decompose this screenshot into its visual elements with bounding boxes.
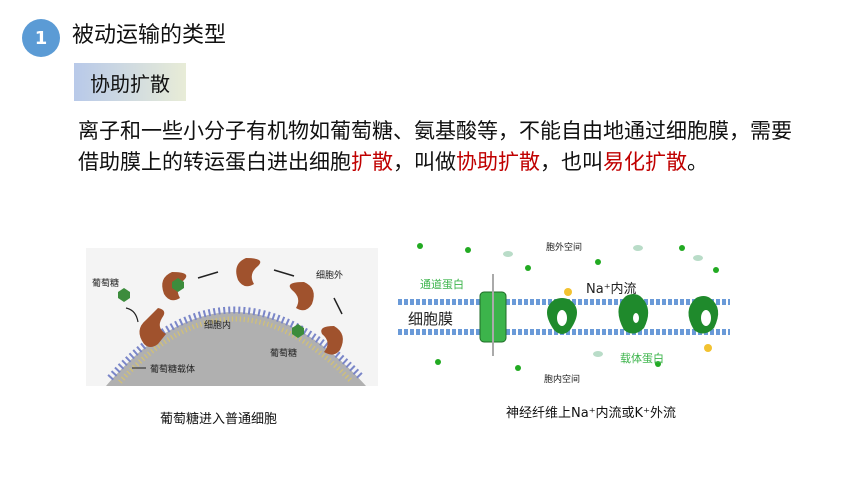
label-glucose-inside: 葡萄糖: [270, 349, 298, 359]
sodium-ion: [564, 288, 572, 296]
ion-dot: [417, 243, 423, 249]
cell-interior-shape: [106, 312, 366, 386]
ion-dot: [465, 247, 471, 253]
carrier-protein-b: [618, 294, 649, 334]
label-cell-membrane: 细胞膜: [408, 308, 454, 329]
paragraph-text-3: ，也叫: [540, 150, 603, 174]
molecule-oval: [633, 245, 643, 251]
label-glucose-carrier: 葡萄糖载体: [150, 365, 196, 375]
carrier-pore-a: [557, 310, 567, 326]
membrane-outer-layer: [107, 306, 365, 381]
body-paragraph: 离子和一些小分子有机物如葡萄糖、氨基酸等，不能自由地通过细胞膜，需要借助膜上的转…: [78, 116, 798, 178]
carrier-protein-4: [289, 282, 314, 311]
section-number-badge: 1: [22, 19, 60, 57]
ion-dot: [515, 365, 521, 371]
glucose-transport-figure: 葡萄糖 细胞外 细胞内 葡萄糖 葡萄糖载体: [86, 248, 378, 386]
molecule-oval: [593, 351, 603, 357]
transport-arrow-1: [197, 271, 219, 279]
paragraph-text-2: ，叫做: [393, 150, 456, 174]
paragraph-text-4: 。: [687, 150, 708, 174]
ion-dot: [435, 359, 441, 365]
transport-arrow-3: [333, 297, 343, 315]
carrier-protein-1: [139, 308, 166, 347]
glucose-transport-illustration: [106, 258, 366, 386]
molecule-oval: [693, 255, 703, 261]
label-sodium-influx: Na⁺内流: [586, 282, 637, 297]
highlight-facilitated-diffusion: 协助扩散: [456, 150, 540, 174]
ion-dot: [525, 265, 531, 271]
ion-channel-illustration: [398, 243, 730, 371]
paragraph-text-1: 离子和一些小分子有机物如葡萄糖、氨基酸等，不能自由地通过细胞膜，需要借助膜上的转…: [78, 119, 792, 174]
page-title: 被动运输的类型: [72, 23, 227, 48]
label-carrier-protein: 载体蛋白: [620, 352, 664, 365]
highlight-diffusion: 扩散: [351, 150, 393, 174]
figure2-caption: 神经纤维上Na⁺内流或K⁺外流: [506, 406, 676, 421]
molecule-oval: [503, 251, 513, 257]
label-inside-cell: 细胞内: [204, 321, 232, 331]
carrier-protein-5: [321, 326, 343, 355]
glucose-molecule-2: [172, 278, 184, 292]
label-extracellular-space: 胞外空间: [546, 243, 583, 253]
carrier-protein-3: [236, 258, 261, 287]
carrier-pore-c: [701, 310, 711, 326]
label-intracellular-space: 胞内空间: [544, 375, 581, 385]
glucose-molecule-3: [292, 324, 304, 338]
glucose-molecule-1: [118, 288, 130, 302]
transport-arrow-2: [273, 269, 295, 277]
ion-dot: [655, 361, 661, 367]
glucose-pointer: [125, 307, 139, 323]
subtitle-banner: 协助扩散: [74, 63, 186, 101]
label-glucose: 葡萄糖: [92, 279, 120, 289]
ion-channel-figure: 胞外空间 通道蛋白 Na⁺内流 细胞膜 载体蛋白 胞内空间: [398, 234, 730, 386]
carrier-pore-b: [633, 313, 639, 323]
ion-dot: [679, 245, 685, 251]
sodium-ion: [704, 344, 712, 352]
highlight-facilitated-diffusion-alt: 易化扩散: [603, 150, 687, 174]
membrane-inner-layer: [118, 316, 354, 384]
label-outside-cell: 细胞外: [316, 271, 344, 281]
ion-dot: [595, 259, 601, 265]
ion-dot: [713, 267, 719, 273]
figure1-caption: 葡萄糖进入普通细胞: [160, 412, 278, 427]
label-channel-protein: 通道蛋白: [420, 278, 464, 291]
